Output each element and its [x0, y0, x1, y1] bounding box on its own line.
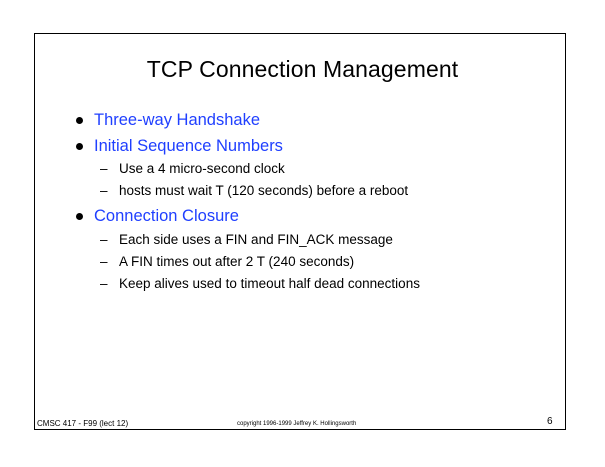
- sub-item-label: Use a 4 micro-second clock: [119, 161, 285, 176]
- dash-icon: –: [100, 161, 108, 176]
- bullet-label: Initial Sequence Numbers: [94, 137, 283, 155]
- dash-icon: –: [100, 276, 108, 291]
- sub-item-label: Each side uses a FIN and FIN_ACK message: [119, 232, 393, 247]
- bullet-dot-icon: [76, 213, 83, 220]
- bullet-dot-icon: [76, 143, 83, 150]
- sub-item-label: A FIN times out after 2 T (240 seconds): [119, 254, 355, 269]
- sub-item-label: Keep alives used to timeout half dead co…: [119, 276, 420, 291]
- sub-item-label: hosts must wait T (120 seconds) before a…: [119, 183, 409, 198]
- footer-copyright: copyright 1996-1999 Jeffrey K. Hollingsw…: [237, 421, 357, 427]
- slide-title: TCP Connection Management: [146, 56, 459, 82]
- bullet-label: Connection Closure: [94, 207, 239, 225]
- bullet-label: Three-way Handshake: [94, 111, 260, 129]
- dash-icon: –: [100, 232, 108, 247]
- dash-icon: –: [100, 183, 108, 198]
- dash-icon: –: [100, 254, 108, 269]
- slide-frame: [34, 33, 566, 430]
- footer-course-label: CMSC 417 - F99 (lect 12): [37, 419, 129, 428]
- bullet-dot-icon: [76, 117, 83, 124]
- page-number: 6: [547, 416, 553, 427]
